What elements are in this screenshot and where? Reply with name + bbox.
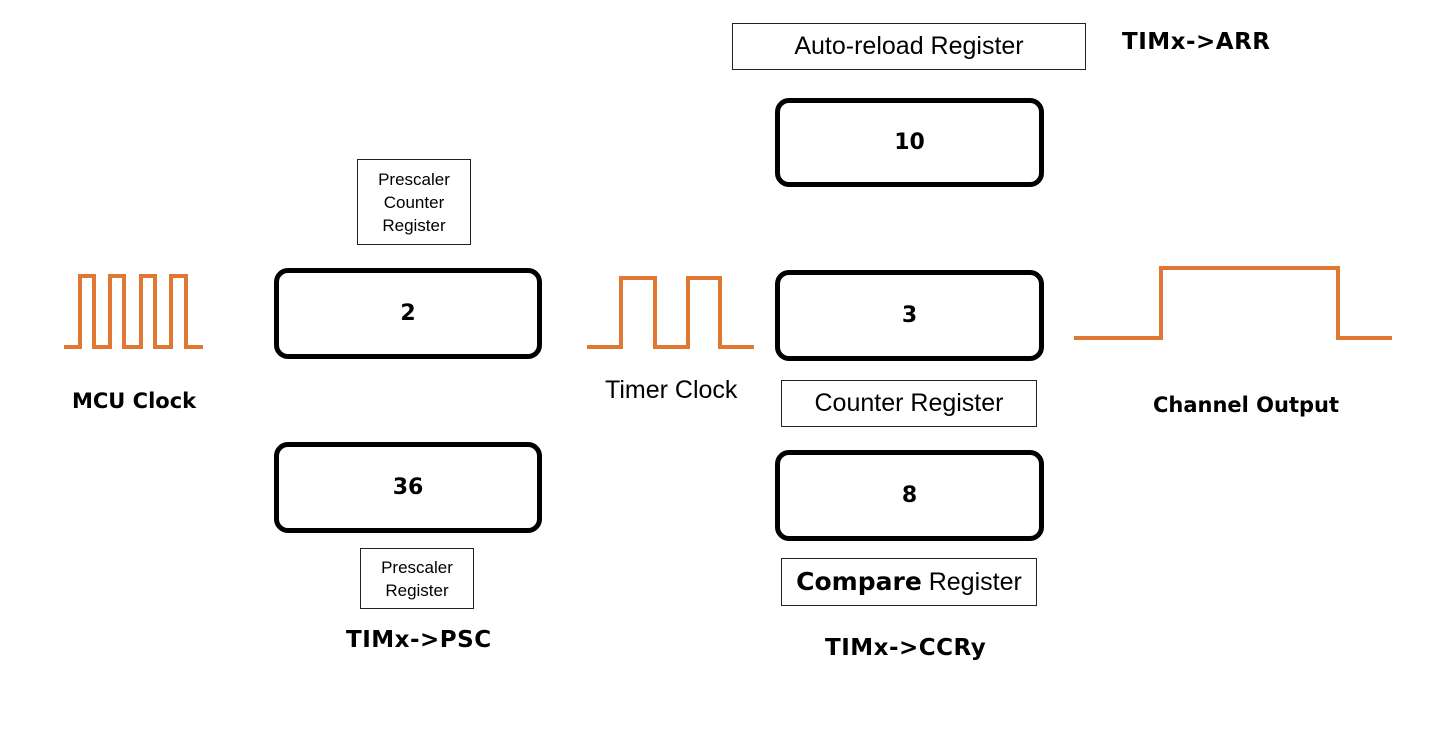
arr-value-box: 10 <box>775 98 1044 187</box>
prescaler-counter-label-line-3: Register <box>382 215 446 235</box>
channel-output-wave-line <box>1074 266 1392 340</box>
prescaler-counter-label-line-2: Counter <box>383 192 445 212</box>
prescaler-counter-value: 2 <box>400 301 416 326</box>
compare-register-text: Compare Register <box>796 567 1022 597</box>
counter-value: 3 <box>901 303 918 328</box>
timer-clock-label: Timer Clock <box>605 376 738 404</box>
mcu-clock-label: MCU Clock <box>72 389 197 413</box>
channel-output-label: Channel Output <box>1153 393 1340 417</box>
prescaler-value: 36 <box>392 475 424 500</box>
prescaler-register-label: Prescaler Register <box>360 548 474 609</box>
prescaler-label-line-1: Prescaler <box>381 557 453 577</box>
prescaler-counter-value-box: 2 <box>274 268 542 359</box>
arr-register-name: TIMx->ARR <box>1122 29 1271 55</box>
prescaler-value-box: 36 <box>274 442 542 533</box>
timer-clock-wave-line <box>587 276 754 349</box>
counter-register-label: Counter Register <box>781 380 1037 427</box>
prescaler-counter-register-label: Prescaler Counter Register <box>357 159 471 245</box>
prescaler-counter-label-line-1: Prescaler <box>378 169 450 189</box>
arr-value: 10 <box>894 130 925 155</box>
compare-word: Compare <box>796 567 922 596</box>
compare-value-box: 8 <box>775 450 1044 541</box>
counter-register-text: Counter Register <box>814 389 1004 417</box>
auto-reload-register-text: Auto-reload Register <box>794 32 1024 60</box>
compare-register-label: Compare Register <box>781 558 1037 606</box>
counter-value-box: 3 <box>775 270 1044 361</box>
auto-reload-register-label: Auto-reload Register <box>732 23 1086 70</box>
compare-value: 8 <box>901 483 918 508</box>
mcu-clock-wave-line <box>64 274 203 349</box>
prescaler-label-line-2: Register <box>385 580 449 600</box>
register-word: Register <box>921 568 1022 596</box>
ccry-register-name: TIMx->CCRy <box>825 635 987 661</box>
psc-register-name: TIMx->PSC <box>346 627 492 653</box>
